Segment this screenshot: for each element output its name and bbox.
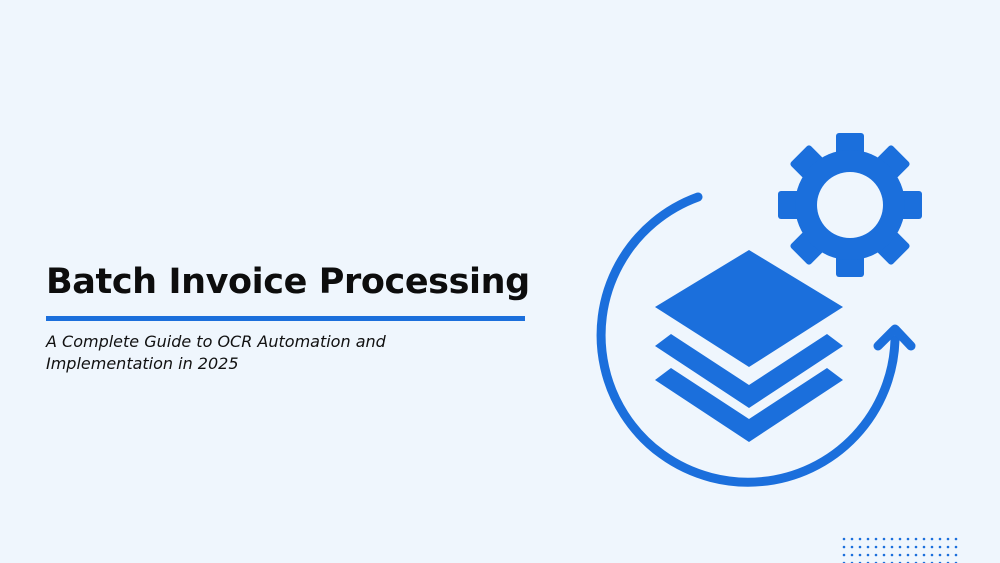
dot-grid-decoration	[840, 535, 960, 563]
page-subtitle: A Complete Guide to OCR Automation and I…	[46, 332, 386, 373]
processing-illustration	[596, 133, 922, 487]
title-underline	[46, 316, 525, 321]
stacked-layers-icon	[655, 250, 843, 442]
page-title: Batch Invoice Processing	[46, 262, 530, 302]
cycle-arrow-icon	[596, 192, 916, 487]
gear-icon	[778, 133, 922, 277]
